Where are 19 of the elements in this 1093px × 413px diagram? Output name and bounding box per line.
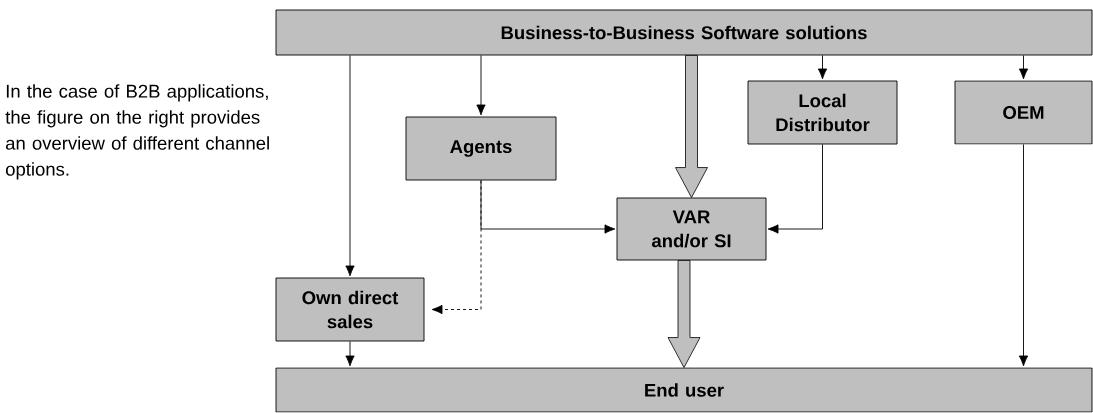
block-arrow: [675, 55, 708, 198]
channel-box: Agents: [405, 116, 557, 181]
arrow: [817, 55, 828, 80]
channel-box: OEM: [954, 80, 1093, 145]
arrow: [431, 180, 482, 315]
arrow: [476, 55, 486, 116]
arrow: [345, 341, 355, 367]
arrow: [1018, 144, 1029, 367]
band: End user: [275, 367, 1093, 413]
channel-box: Own direct sales: [275, 277, 425, 342]
band: Business-to-Business Software solutions: [275, 9, 1093, 56]
arrow: [1018, 55, 1029, 80]
description-text: In the case of B2B applications, the figure on the right provides an overview of different channel options.: [5, 84, 269, 180]
arrow: [480, 180, 616, 234]
arrow: [345, 55, 355, 277]
channel-box: VAR and/or SI: [616, 197, 767, 261]
arrow: [767, 144, 823, 234]
channel-box: Local Distributor: [747, 80, 898, 145]
block-arrow: [667, 260, 701, 368]
